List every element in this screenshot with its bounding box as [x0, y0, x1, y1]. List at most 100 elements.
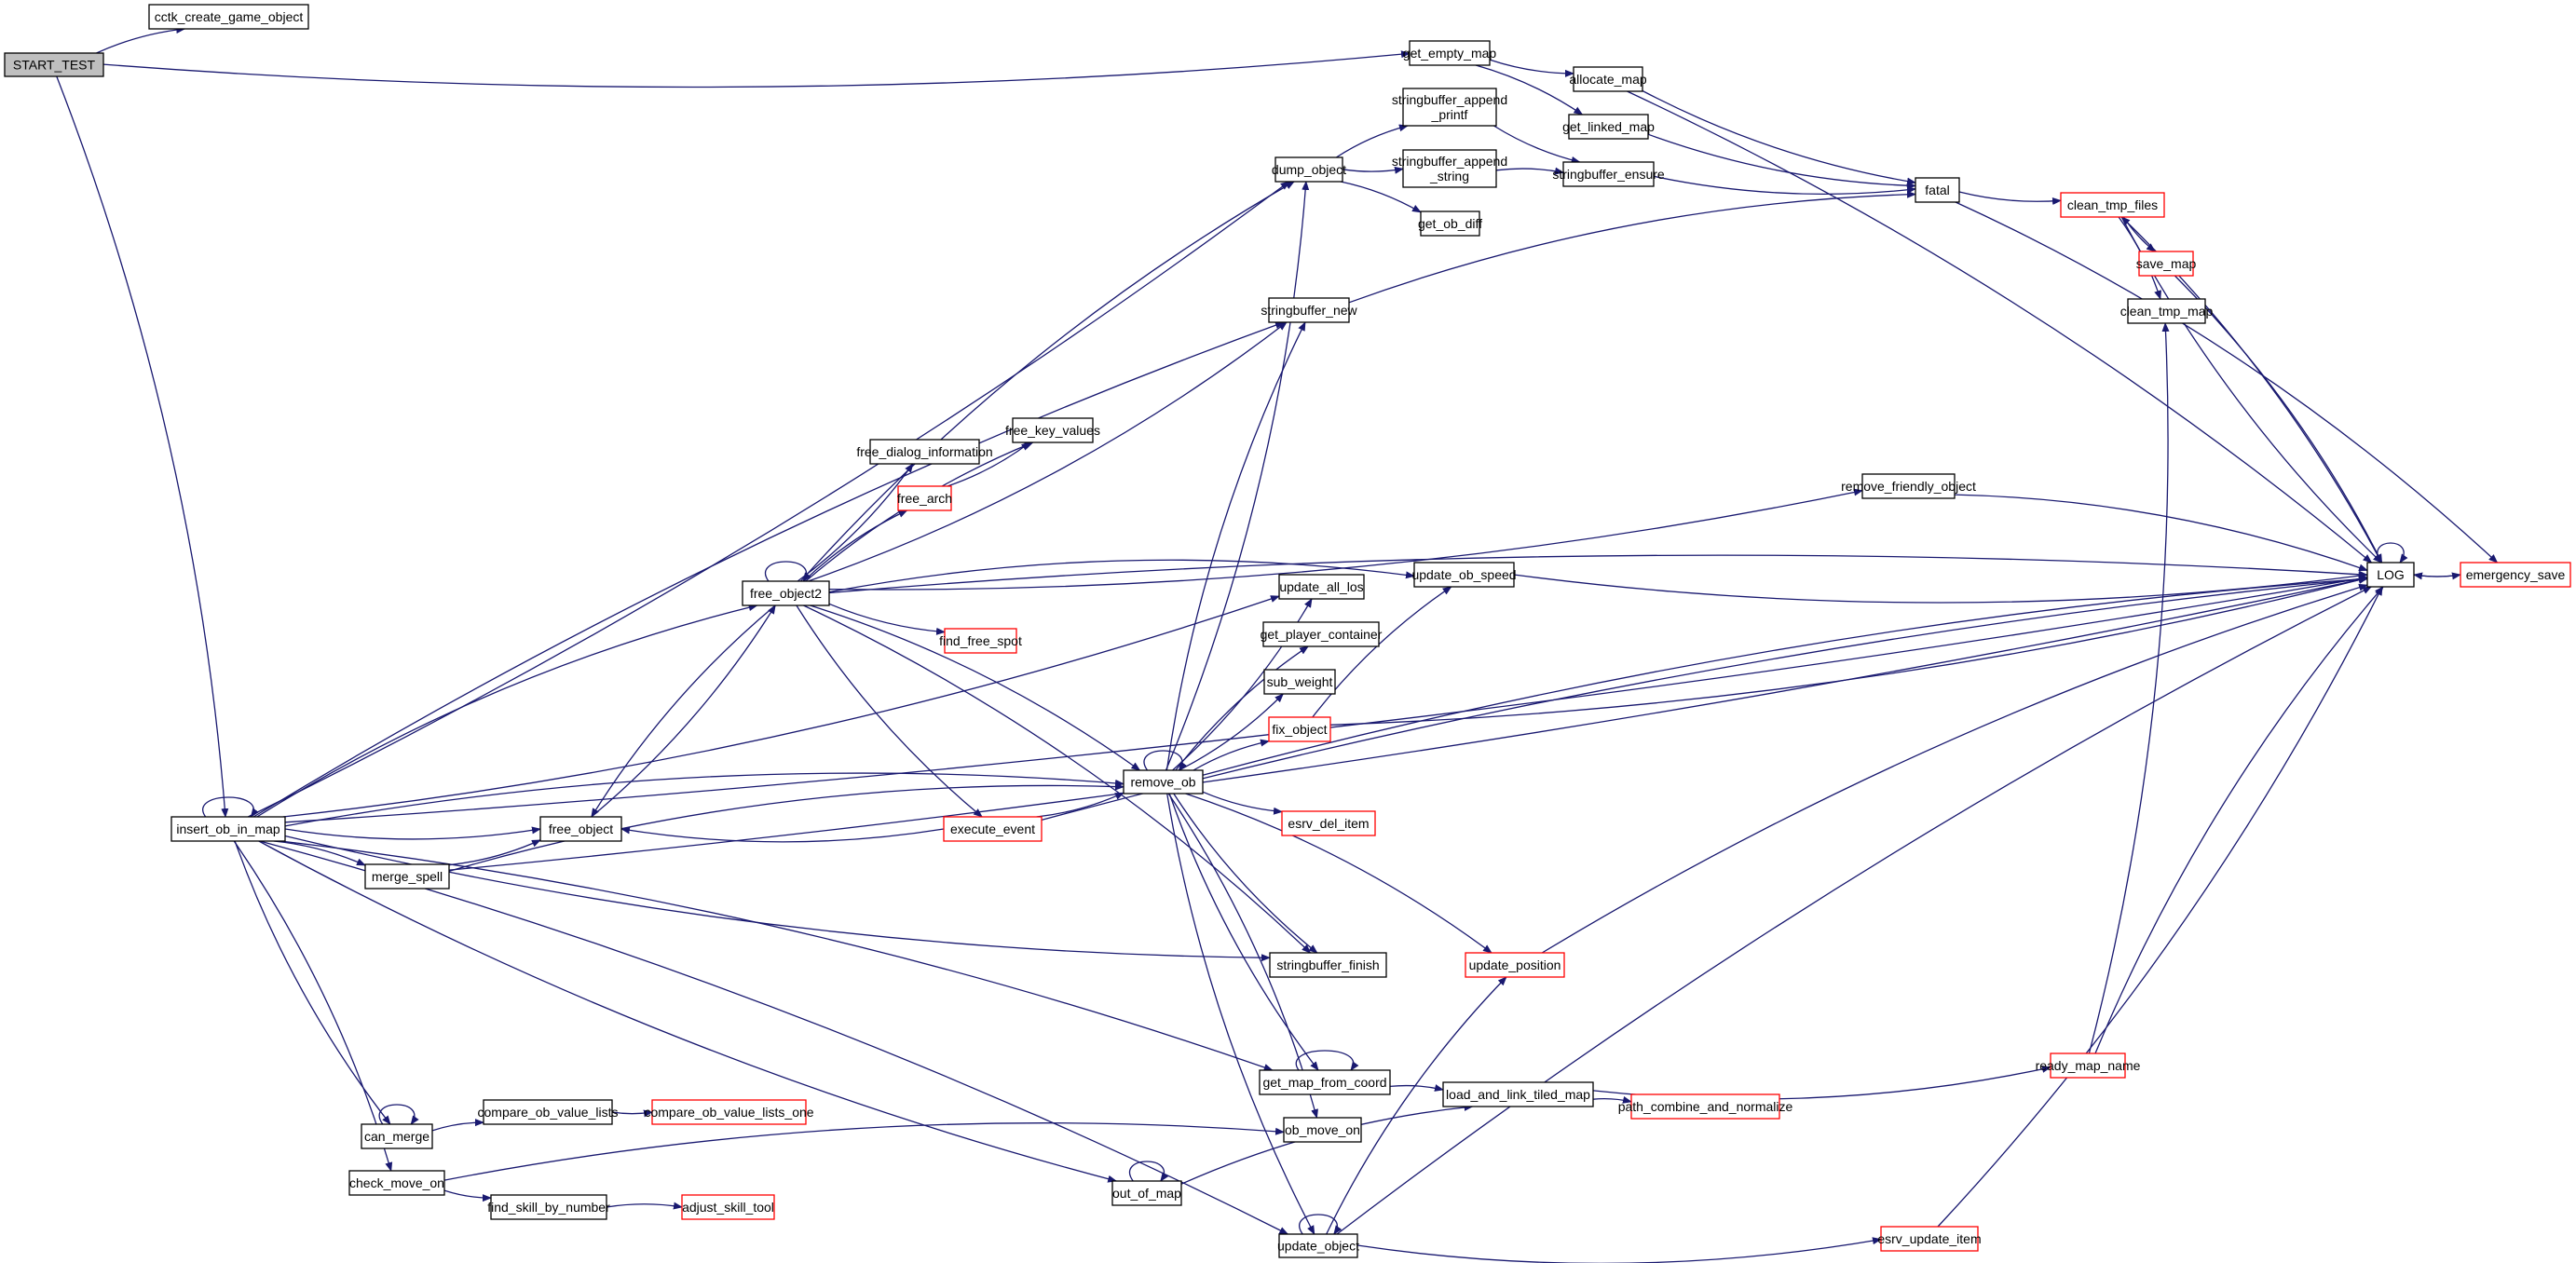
edge-insert-ob-in-map-to-free-object	[284, 826, 541, 840]
node-ready-map-name[interactable]: ready_map_name	[2036, 1052, 2141, 1079]
node-free-arch[interactable]: free_arch	[897, 485, 952, 511]
node-start-test[interactable]: START_TEST	[4, 52, 104, 77]
node-label: insert_ob_in_map	[176, 822, 280, 836]
node-merge-spell[interactable]: merge_spell	[364, 863, 450, 890]
node-adjust-skill-tool[interactable]: adjust_skill_tool	[681, 1194, 775, 1220]
edge-line	[828, 603, 946, 635]
node-load-and-link-tiled-map[interactable]: load_and_link_tiled_map	[1442, 1081, 1594, 1107]
node-allocate-map[interactable]: allocate_map	[1569, 66, 1647, 92]
node-get-empty-map[interactable]: get_empty_map	[1403, 40, 1497, 66]
edge-remove-ob-to-update-position	[1185, 793, 1492, 954]
edge-free-object2-to-free-object2	[765, 561, 811, 582]
edge-line	[1489, 59, 1574, 77]
node-label: dump_object	[1272, 162, 1346, 177]
node-get-linked-map[interactable]: get_linked_map	[1562, 114, 1655, 140]
node-fix-object[interactable]: fix_object	[1268, 716, 1331, 742]
edge-ready-map-name-to-log	[2094, 586, 2384, 1054]
node-box	[1915, 177, 1960, 203]
node-sub-weight[interactable]: sub_weight	[1263, 669, 1336, 695]
node-box	[1278, 574, 1365, 600]
node-dump-object[interactable]: dump_object	[1272, 156, 1346, 183]
node-compare-ob-value-lists[interactable]: compare_ob_value_lists	[478, 1099, 619, 1125]
node-update-position[interactable]: update_position	[1465, 952, 1565, 978]
edge-line	[258, 840, 1118, 1183]
edge-insert-ob-in-map-to-merge-spell	[273, 840, 366, 866]
node-box	[1262, 621, 1380, 647]
node-stringbuffer-new[interactable]: stringbuffer_new	[1261, 297, 1358, 323]
edge-get-empty-map-to-get-linked-map	[1475, 64, 1584, 115]
node-box	[1259, 1069, 1391, 1095]
node-update-all-los[interactable]: update_all_los	[1278, 574, 1365, 600]
node-ob-move-on[interactable]: ob_move_on	[1283, 1117, 1362, 1143]
node-label: stringbuffer_new	[1261, 303, 1357, 318]
edge-insert-ob-in-map-to-out-of-map	[258, 840, 1118, 1183]
node-box	[1442, 1081, 1594, 1107]
edge-free-object2-to-remove-friendly-object	[828, 488, 1863, 591]
node-find-free-spot[interactable]: find_free_spot	[939, 628, 1022, 654]
node-label: esrv_update_item	[1877, 1231, 1981, 1246]
node-free-dialog-information[interactable]: free_dialog_information	[856, 439, 993, 465]
node-free-key-values[interactable]: free_key_values	[1005, 417, 1100, 443]
node-label: ready_map_name	[2036, 1058, 2141, 1073]
edge-line	[1168, 793, 1319, 1071]
edge-remove-ob-to-get-player-container	[1175, 645, 1309, 771]
node-log[interactable]: LOG	[2366, 562, 2415, 588]
node-free-object2[interactable]: free_object2	[742, 580, 830, 606]
node-box	[2366, 562, 2415, 588]
node-execute-event[interactable]: execute_event	[943, 816, 1043, 842]
node-update-object[interactable]: update_object	[1277, 1233, 1359, 1258]
edges-layer	[56, 26, 2499, 1263]
node-clean-tmp-map[interactable]: clean_tmp_map	[2120, 298, 2214, 324]
node-esrv-update-item[interactable]: esrv_update_item	[1877, 1226, 1982, 1252]
node-label: save_map	[2136, 256, 2197, 271]
edge-execute-event-to-log	[1041, 576, 2368, 822]
edge-allocate-map-to-fatal	[1642, 89, 1916, 185]
edge-line	[947, 441, 1031, 487]
edge-free-object2-to-free-object	[591, 604, 776, 818]
node-update-ob-speed[interactable]: update_ob_speed	[1411, 562, 1517, 588]
edge-update-object-to-log	[1336, 586, 2373, 1235]
edge-line	[56, 75, 229, 818]
node-compare-ob-value-lists-one[interactable]: compare_ob_value_lists_one	[644, 1099, 814, 1125]
node-remove-friendly-object[interactable]: remove_friendly_object	[1841, 473, 1976, 499]
node-get-player-container[interactable]: get_player_container	[1261, 621, 1383, 647]
node-stringbuffer-append-string[interactable]: stringbuffer_append_string	[1392, 149, 1507, 188]
node-emergency-save[interactable]: emergency_save	[2460, 562, 2571, 588]
node-out-of-map[interactable]: out_of_map	[1111, 1180, 1182, 1206]
node-esrv-del-item[interactable]: esrv_del_item	[1281, 810, 1376, 836]
edge-line	[448, 782, 1124, 873]
node-label: stringbuffer_append	[1392, 92, 1507, 107]
node-can-merge[interactable]: can_merge	[361, 1123, 433, 1149]
node-stringbuffer-ensure[interactable]: stringbuffer_ensure	[1552, 161, 1665, 187]
node-label: allocate_map	[1569, 72, 1646, 87]
node-fatal[interactable]: fatal	[1915, 177, 1960, 203]
node-stringbuffer-append-printf[interactable]: stringbuffer_append_printf	[1392, 88, 1507, 127]
node-label: free_object	[549, 822, 613, 836]
node-label: ob_move_on	[1285, 1122, 1360, 1137]
node-label: remove_ob	[1130, 775, 1195, 790]
node-free-object[interactable]: free_object	[539, 816, 622, 842]
edge-line	[102, 50, 1411, 88]
node-stringbuffer-finish[interactable]: stringbuffer_finish	[1269, 952, 1387, 978]
node-cctk-create-game-object[interactable]: cctk_create_game_object	[148, 4, 309, 30]
node-label: compare_ob_value_lists_one	[644, 1105, 813, 1120]
edge-remove-ob-to-dump-object	[1165, 181, 1310, 771]
node-remove-ob[interactable]: remove_ob	[1123, 769, 1204, 794]
edge-line	[1356, 1237, 1882, 1263]
node-get-map-from-coord[interactable]: get_map_from_coord	[1259, 1069, 1391, 1095]
edge-line	[284, 835, 1271, 962]
node-check-move-on[interactable]: check_move_on	[348, 1170, 445, 1196]
node-save-map[interactable]: save_map	[2136, 251, 2197, 277]
edge-line	[1185, 793, 1492, 954]
edge-line	[2094, 586, 2384, 1054]
node-insert-ob-in-map[interactable]: insert_ob_in_map	[170, 816, 286, 842]
edge-remove-ob-to-fix-object	[1193, 739, 1270, 771]
node-get-ob-diff[interactable]: get_ob_diff	[1418, 210, 1482, 237]
node-find-skill-by-number[interactable]: find_skill_by_number	[487, 1194, 610, 1220]
edge-fatal-to-clean-tmp-files	[1958, 191, 2062, 205]
node-box	[944, 628, 1017, 654]
node-clean-tmp-files[interactable]: clean_tmp_files	[2060, 192, 2165, 218]
node-path-combine-and-normalize[interactable]: path_combine_and_normalize	[1618, 1093, 1793, 1120]
edge-line	[431, 1119, 484, 1132]
